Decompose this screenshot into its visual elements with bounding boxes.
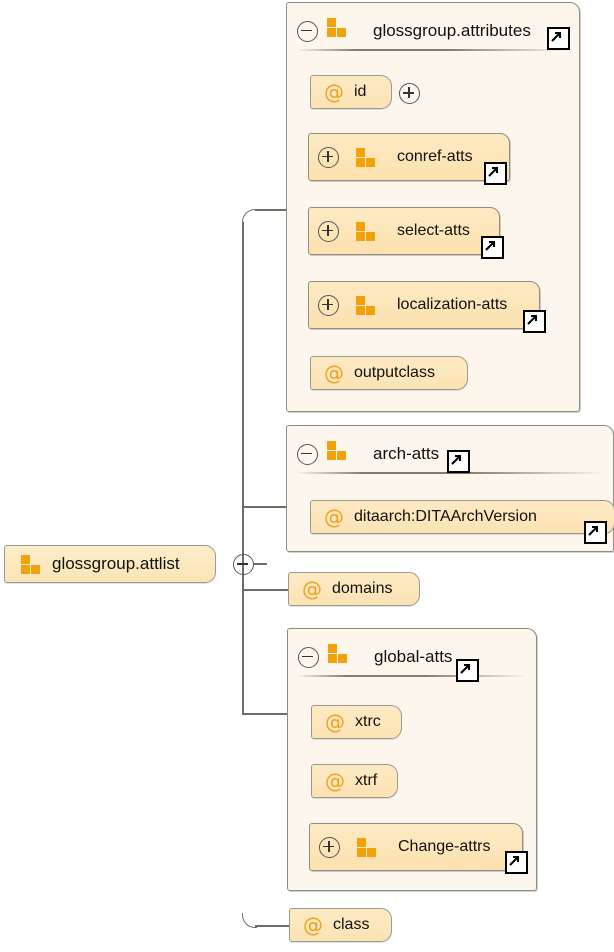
attribute-label: xtrf [355, 772, 378, 789]
header-separator [295, 49, 571, 51]
attribute-label: domains [332, 580, 393, 597]
attribute-group-icon [21, 554, 40, 574]
attribute-domains[interactable]: @ domains [288, 572, 420, 606]
attribute-group-icon [327, 18, 346, 37]
expander-plus-icon[interactable] [318, 294, 339, 316]
external-link-icon[interactable] [547, 27, 570, 50]
group-label: arch-atts [373, 444, 440, 463]
group-header-glossgroup-attributes: glossgroup.attributes [297, 9, 531, 53]
at-sign-icon: @ [303, 913, 323, 937]
external-link-icon[interactable] [447, 450, 470, 473]
root-node-label: glossgroup.attlist [52, 554, 180, 573]
expander-plus-icon[interactable] [318, 146, 339, 168]
attribute-group-icon [356, 221, 375, 241]
attribute-label: class [333, 916, 370, 933]
external-link-icon[interactable] [505, 851, 528, 874]
root-node-glossgroup-attlist[interactable]: glossgroup.attlist [4, 545, 216, 583]
group-ref-label: localization-atts [397, 296, 508, 313]
expander-minus-icon[interactable] [297, 443, 318, 465]
at-sign-icon: @ [302, 577, 322, 601]
group-ref-label: Change-attrs [398, 838, 491, 855]
external-link-icon[interactable] [523, 310, 546, 333]
external-link-icon[interactable] [481, 236, 504, 259]
attribute-group-icon [327, 441, 346, 460]
expander-plus-icon[interactable] [318, 220, 339, 242]
attribute-group-ref-select-atts[interactable]: select-atts [308, 207, 500, 255]
expander-minus-icon[interactable] [297, 20, 318, 42]
at-sign-icon: @ [324, 80, 344, 104]
attribute-group-icon [357, 837, 376, 857]
attribute-group-ref-change-attrs[interactable]: Change-attrs [309, 823, 523, 871]
group-label: glossgroup.attributes [373, 21, 531, 40]
attribute-xtrc[interactable]: @ xtrc [311, 705, 402, 739]
group-ref-label: select-atts [397, 222, 470, 239]
header-separator [295, 472, 605, 474]
external-link-icon[interactable] [456, 659, 479, 682]
attribute-ditaarch-ditaarchversion[interactable]: @ ditaarch:DITAArchVersion [310, 500, 614, 534]
attribute-label: id [354, 83, 367, 100]
at-sign-icon: @ [325, 769, 345, 793]
at-sign-icon: @ [324, 505, 344, 529]
attribute-group-ref-conref-atts[interactable]: conref-atts [308, 133, 510, 181]
attribute-id[interactable]: @ id [310, 75, 392, 109]
attribute-group-ref-localization-atts[interactable]: localization-atts [308, 281, 540, 329]
connector-root-stub [253, 563, 267, 565]
connector-branch-class [255, 925, 289, 927]
group-label: global-atts [374, 647, 453, 666]
attribute-class[interactable]: @ class [289, 908, 392, 942]
expander-plus-icon[interactable] [319, 836, 340, 858]
expander-minus-icon[interactable] [298, 646, 319, 668]
connector-branch-global-atts [242, 713, 288, 715]
attribute-xtrf[interactable]: @ xtrf [311, 764, 398, 798]
attribute-label: xtrc [355, 713, 381, 730]
root-expander-minus[interactable] [233, 554, 254, 575]
connector-trunk [242, 222, 244, 714]
connector-branch-attributes [255, 209, 286, 211]
attribute-group-icon [356, 295, 375, 315]
attribute-label: outputclass [354, 364, 435, 381]
connector-corner-top [242, 209, 257, 224]
external-link-icon[interactable] [584, 521, 607, 544]
connector-branch-arch-atts [242, 506, 287, 508]
group-header-arch-atts: arch-atts [297, 432, 439, 476]
group-header-global-atts: global-atts [298, 635, 452, 679]
attribute-label: ditaarch:DITAArchVersion [354, 508, 537, 525]
connector-branch-domains [242, 589, 288, 591]
header-separator [296, 675, 528, 677]
expander-plus-icon[interactable] [399, 83, 420, 104]
external-link-icon[interactable] [484, 162, 507, 185]
attribute-group-icon [328, 644, 347, 663]
at-sign-icon: @ [325, 710, 345, 734]
attribute-outputclass[interactable]: @ outputclass [310, 356, 468, 390]
group-ref-label: conref-atts [397, 148, 473, 165]
at-sign-icon: @ [324, 361, 344, 385]
attribute-group-icon [356, 147, 375, 167]
